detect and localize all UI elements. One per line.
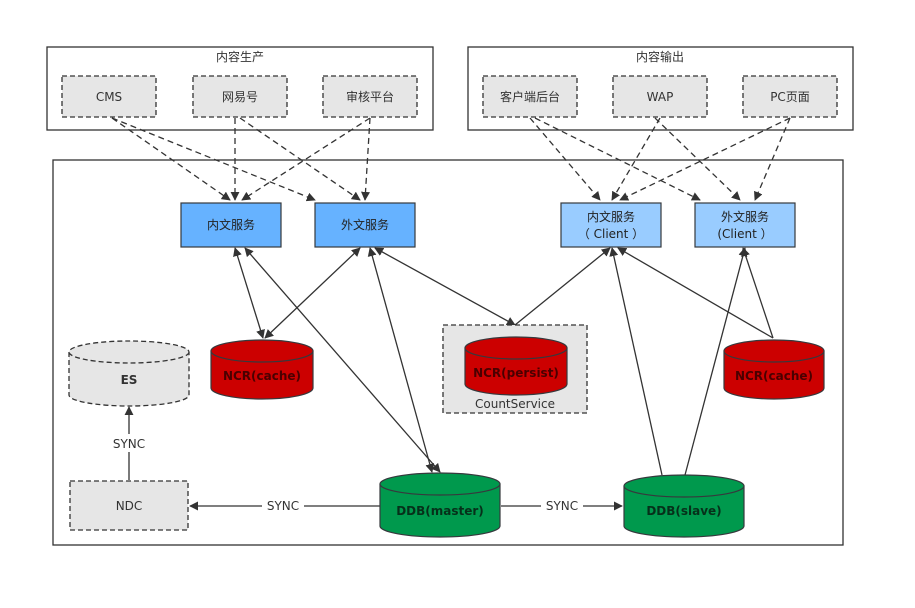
outer-service-label: 外文服务 (341, 217, 389, 232)
ncr-persist-cylinder (464, 336, 568, 396)
edge-inner-ncr-cache (233, 247, 265, 339)
inner-service-label: 内文服务 (207, 217, 255, 232)
client-backend-box (482, 75, 578, 118)
es-label: ES (121, 373, 138, 387)
edge-review-inner (241, 117, 371, 201)
edge-pc-outer-client (754, 117, 791, 201)
ncr-cache-left-label: NCR(cache) (223, 369, 301, 383)
edge-ncr-right-inner-client (617, 247, 774, 339)
client-backend-label: 客户端后台 (500, 89, 560, 104)
ddb-master-cylinder (379, 472, 501, 538)
sync-label-ndc-es: SYNC (113, 437, 145, 451)
netease-account-label: 网易号 (222, 90, 258, 104)
inner-service-box (180, 202, 282, 248)
inner-client-service-label: 内文服务 (587, 209, 635, 224)
sync-label-master-slave: SYNC (546, 499, 578, 513)
edge-outer-countservice (374, 247, 516, 326)
edge-slave-inner-client (609, 247, 663, 476)
pc-page-box (742, 75, 838, 118)
edge-ncr-right-outer-client (741, 247, 774, 339)
edge-slave-outer-client (684, 247, 748, 476)
wap-label: WAP (647, 90, 674, 104)
edge-cms-inner (111, 117, 231, 201)
ncr-cache-left-cylinder (210, 339, 314, 400)
ddb-master-label: DDB(master) (396, 504, 484, 518)
ndc-label: NDC (116, 499, 143, 513)
ncr-cache-right-label: NCR(cache) (735, 369, 813, 383)
review-platform-box (322, 75, 418, 118)
cms-label: CMS (96, 90, 122, 104)
wap-box (612, 75, 708, 118)
content-production-title: 内容生产 (216, 49, 264, 64)
edge-backend-inner-client (529, 117, 601, 201)
sync-label-master-ndc: SYNC (267, 499, 299, 513)
services-frame (52, 159, 844, 546)
ddb-slave-cylinder (623, 474, 745, 538)
ddb-slave-label: DDB(slave) (646, 504, 721, 518)
inner-client-service-box (560, 202, 662, 248)
edge-countservice-inner-client (514, 247, 611, 326)
outer-service-box (314, 202, 416, 248)
inner-client-service-sublabel: （ Client ） (578, 227, 644, 241)
outer-client-service-box (694, 202, 796, 248)
ndc-box (69, 480, 189, 531)
ncr-cache-right-cylinder (723, 339, 825, 400)
edge-outer-ddb-master (367, 247, 435, 473)
edge-netease-outer (239, 117, 361, 201)
netease-account-box (192, 75, 288, 118)
outer-client-service-sublabel: (Client ） (717, 227, 772, 241)
edge-backend-outer-client (534, 117, 701, 201)
content-output-title: 内容输出 (636, 49, 684, 64)
edge-cms-outer (111, 117, 316, 202)
pc-page-label: PC页面 (770, 90, 810, 104)
countservice-label: CountService (475, 397, 555, 411)
edge-wap-inner-client (611, 117, 661, 201)
edge-pc-inner-client (619, 117, 791, 201)
ncr-persist-label: NCR(persist) (473, 366, 559, 380)
cms-box (61, 75, 157, 118)
review-platform-label: 审核平台 (346, 89, 394, 104)
edge-review-outer (361, 117, 371, 201)
content-output-frame (467, 46, 854, 131)
es-cylinder (68, 340, 190, 407)
outer-client-service-label: 外文服务 (721, 209, 769, 224)
content-production-frame (46, 46, 434, 131)
edge-outer-ncr-cache (264, 247, 361, 339)
